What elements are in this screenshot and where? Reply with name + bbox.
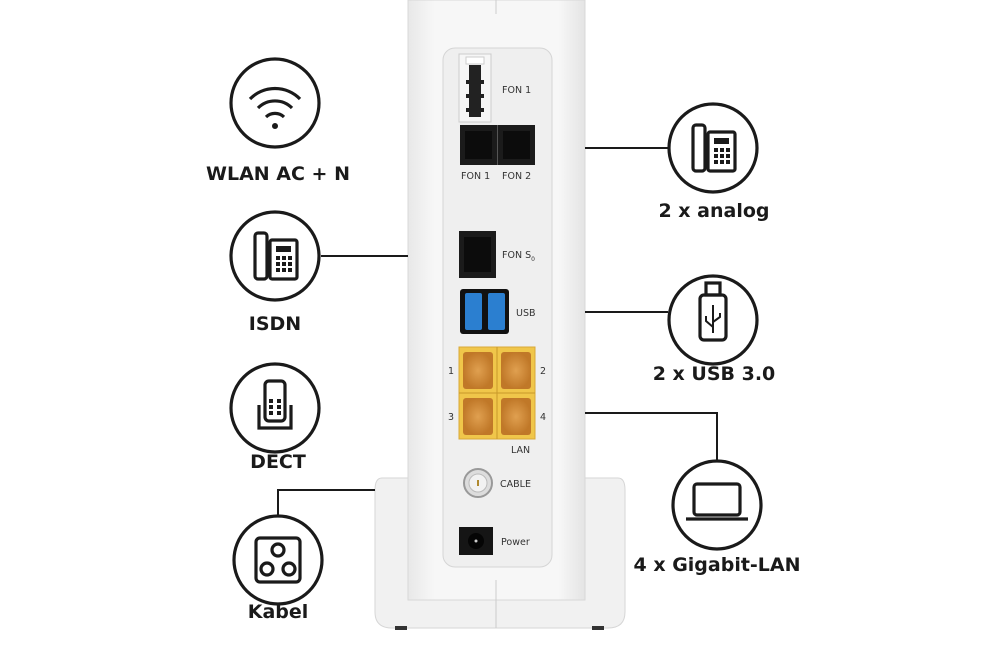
feature-label-isdn: ISDN [249,313,301,335]
power-port [459,527,493,555]
lan-port-3: 3 [448,412,454,423]
tae-port-fon1 [458,53,492,123]
port-label-lan: LAN [511,445,530,456]
desk-phone-icon [229,210,321,302]
feature-label-lan: 4 x Gigabit-LAN [633,554,800,576]
feature-label-analog: 2 x analog [658,200,769,222]
coax-socket-icon [232,514,324,606]
port-label-fon1: FON 1 [461,171,490,182]
lan-ports [458,346,536,440]
lan-port-4: 4 [540,412,546,423]
port-label-usb: USB [516,308,536,319]
feature-label-usb: 2 x USB 3.0 [653,363,776,385]
desk-phone-icon [667,102,759,194]
port-label-cable: CABLE [500,479,531,490]
usb-stick-icon [667,274,759,366]
isdn-port [459,231,496,278]
cable-port [463,468,493,498]
cordless-phone-icon [229,362,321,454]
connector-lines [277,147,718,515]
lan-port-1: 1 [448,366,454,377]
laptop-icon [671,459,763,551]
port-label-fon-s0: FON S0 [502,250,535,263]
router-body [407,0,586,628]
feature-label-dect: DECT [250,451,306,473]
port-label-power: Power [501,537,530,548]
port-label-fon2: FON 2 [502,171,531,182]
feature-label-wlan: WLAN AC + N [206,163,350,185]
lan-port-2: 2 [540,366,546,377]
port-label-fon1-tae: FON 1 [502,85,531,96]
rj11-ports [460,125,535,165]
wifi-icon [229,57,321,149]
usb-ports [460,289,509,334]
feature-label-kabel: Kabel [248,601,309,623]
